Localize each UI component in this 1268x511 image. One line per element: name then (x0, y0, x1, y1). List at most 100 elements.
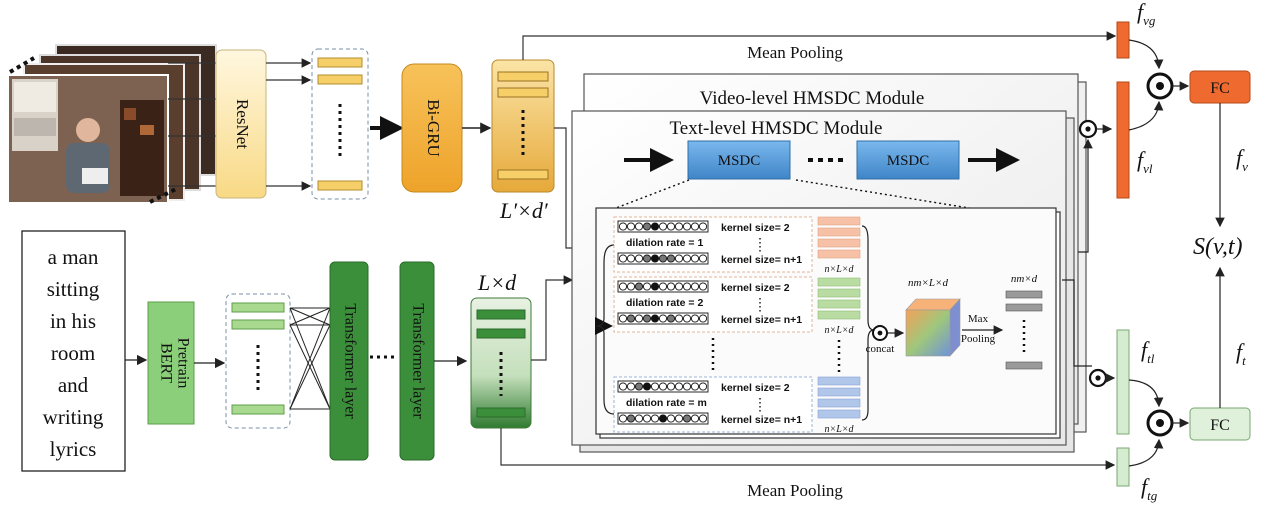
text-local-multiply (1088, 368, 1108, 388)
feature-cube (905, 298, 961, 357)
kernel-row (617, 412, 709, 425)
caption-line: a man (48, 245, 99, 269)
branch-output-label: n×L×d (824, 424, 854, 435)
caption-line: lyrics (50, 437, 97, 461)
ftg-to-fusion-curve (1128, 438, 1164, 467)
kernel-size-first-label: kernel size= 2 (721, 382, 790, 394)
kernel-row (617, 280, 709, 293)
bigru-label: Bi-GRU (424, 99, 443, 157)
f-tl-bar (1116, 329, 1130, 435)
text-module-title: Text-level HMSDC Module (670, 118, 883, 139)
msdc-block-2: MSDC (856, 140, 960, 180)
dilation-label: dilation rate = 1 (626, 237, 703, 249)
text-fc-label: FC (1210, 417, 1230, 434)
dilation-label: dilation rate = m (626, 397, 707, 409)
similarity-label: S(v,t) (1193, 234, 1243, 260)
video-fc-block: FC (1189, 70, 1251, 104)
resnet-label: ResNet (233, 99, 252, 149)
kernel-size-first-label: kernel size= 2 (721, 222, 790, 234)
video-frame-features (311, 48, 369, 200)
kernel-size-last-label: kernel size= n+1 (721, 314, 802, 326)
kernel-size-last-label: kernel size= n+1 (721, 414, 802, 426)
bert-block: BERT Pretrain (147, 301, 195, 425)
token-embeddings (225, 293, 291, 429)
branch-output-label: n×L×d (824, 264, 854, 275)
fvg-to-fusion-curve (1128, 39, 1164, 70)
f-t-label: ft (1236, 339, 1246, 368)
kernel-row (617, 312, 709, 325)
text-mean-pooling-label: Mean Pooling (747, 481, 843, 500)
ftl-to-fusion-curve (1128, 379, 1164, 408)
branch-m-output (817, 376, 861, 419)
caption-line: and (58, 373, 89, 397)
video-fc-label: FC (1210, 80, 1230, 97)
branch-2: kernel size= 2 dilation rate = 2 kernel … (613, 276, 861, 336)
text-fusion-operator (1146, 409, 1174, 437)
bert-label-line: BERT (157, 343, 174, 383)
transformer-layer-1-label: Transformer layer (341, 303, 358, 419)
bigru-block: Bi-GRU (401, 63, 463, 193)
video-local-multiply (1078, 119, 1098, 139)
f-vl-label: fvl (1137, 147, 1153, 176)
kernel-row (617, 220, 709, 233)
transformer-layer-1: Transformer layer (329, 261, 369, 461)
video-module-title: Video-level HMSDC Module (700, 88, 925, 109)
dilation-label: dilation rate = 2 (626, 297, 703, 309)
bert-label-line: Pretrain (174, 338, 191, 389)
video-frame-front (7, 74, 169, 204)
textfeat-to-hmsdc-path (531, 275, 574, 361)
video-feature-dim-label: L′×d′ (499, 198, 549, 223)
resnet-to-features-arrows (266, 58, 312, 191)
transformer-layer-2: Transformer layer (399, 261, 435, 461)
f-v-label: fv (1236, 145, 1248, 174)
text-local-output-path (1062, 279, 1092, 367)
input-brace (596, 244, 615, 415)
f-tl-label: ftl (1141, 337, 1155, 366)
branch-output-label: n×L×d (824, 325, 854, 336)
resnet-block: ResNet (215, 49, 267, 199)
f-tg-label: ftg (1141, 474, 1158, 503)
pooling-label-line: Max (968, 313, 989, 325)
caption-line: writing (43, 405, 104, 429)
f-vg-bar (1116, 21, 1130, 59)
caption-line: in his (50, 309, 96, 333)
msdc-label-1: MSDC (718, 153, 761, 169)
f-vg-label: fvg (1137, 0, 1156, 28)
video-mean-pooling-label: Mean Pooling (747, 43, 843, 62)
kernel-size-first-label: kernel size= 2 (721, 282, 790, 294)
caption-line: room (51, 341, 95, 365)
branch-1-output (817, 216, 861, 259)
pooled-label: nm×d (1011, 273, 1038, 285)
video-feature-matrix (491, 59, 555, 193)
f-tg-bar (1116, 447, 1130, 487)
text-mean-pooling-path (500, 428, 1116, 470)
branch-m: kernel size= 2 dilation rate = m kernel … (613, 376, 861, 435)
branch-2-output (817, 277, 861, 320)
caption-line: sitting (47, 277, 100, 301)
concat-operator (872, 325, 888, 341)
kernel-row (617, 252, 709, 265)
video-fusion-operator (1146, 72, 1174, 100)
caption-box: a man sitting in his room and writing ly… (21, 230, 126, 472)
text-fc-block: FC (1189, 407, 1251, 441)
kernel-size-last-label: kernel size= n+1 (721, 254, 802, 266)
branch-1: kernel size= 2 dilation rate = 1 kernel … (613, 216, 861, 275)
transformer-layer-2-label: Transformer layer (409, 303, 426, 419)
kernel-row (617, 380, 709, 393)
pooled-vector (1005, 290, 1043, 370)
pooling-label-line: Pooling (961, 333, 996, 345)
f-vl-bar (1116, 81, 1130, 199)
videofeat-to-hmsdc-path (554, 127, 573, 249)
video-mean-pooling-path (522, 31, 1117, 60)
fvl-to-fusion-curve (1128, 100, 1164, 131)
concat-label: concat (866, 343, 895, 355)
video-frames-stack (7, 44, 217, 204)
msdc-label-2: MSDC (887, 153, 930, 169)
token-to-transformer-arrows (289, 307, 331, 410)
cube-label: nm×L×d (908, 277, 948, 289)
msdc-block-1: MSDC (687, 140, 791, 180)
video-local-output-path (1078, 138, 1093, 253)
text-feature-dim-label: L×d (477, 270, 517, 295)
frames-to-resnet-arrows (168, 62, 218, 187)
